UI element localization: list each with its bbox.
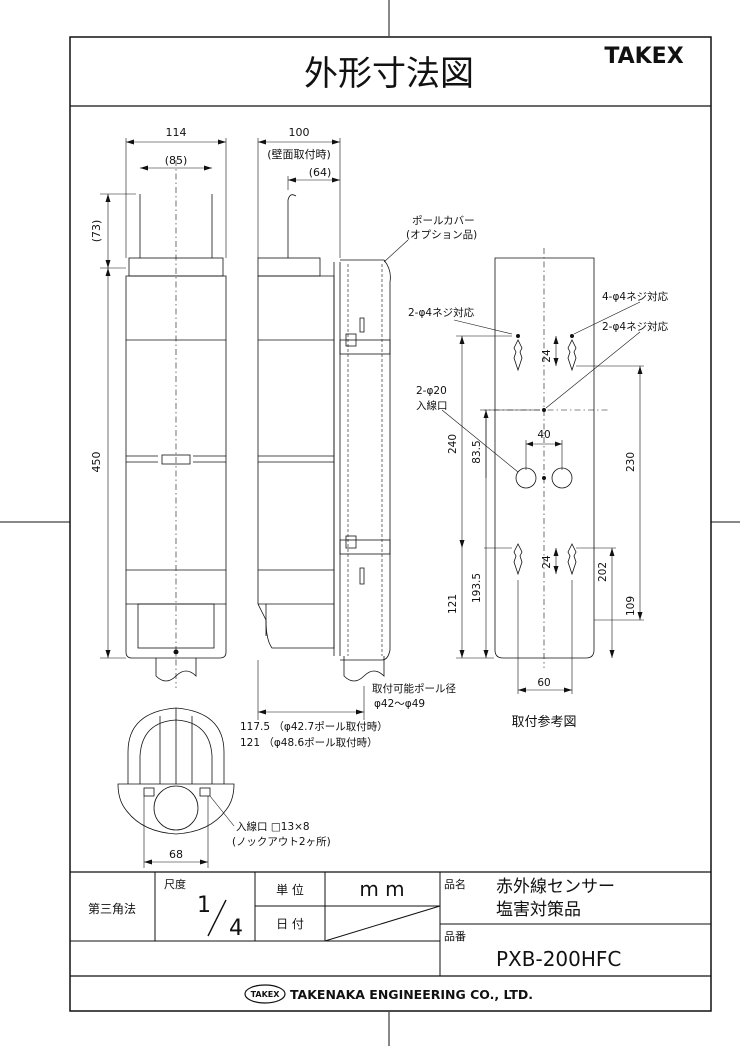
mount-label-hole: 2-φ20 (416, 385, 447, 397)
side-dim-121: 121 （φ48.6ポール取付時） (240, 736, 378, 749)
knockout-label: 入線口 □13×8 (236, 820, 310, 833)
company-logo-text: TAKEX (251, 990, 281, 999)
scale-denominator: 4 (229, 916, 243, 941)
drawing-border (69, 36, 712, 1012)
bottom-view (117, 707, 235, 868)
unit-value: m m (359, 877, 404, 901)
dim-240: 240 (447, 434, 459, 454)
product-code-label: 品番 (444, 930, 466, 943)
front-top-73: (73) (90, 220, 103, 243)
product-name-line1: 赤外線センサー (496, 877, 615, 897)
dim-109: 109 (625, 596, 637, 616)
pole-diameter-range: φ42～φ49 (374, 698, 425, 710)
front-width-85: (85) (165, 154, 188, 167)
mount-ref-caption: 取付参考図 (511, 714, 576, 730)
product-name-line2: 塩害対策品 (496, 900, 581, 920)
projection-label: 第三角法 (88, 902, 136, 916)
side-view (257, 138, 409, 720)
side-dim-117-5: 117.5 （φ42.7ポール取付時） (240, 720, 388, 733)
mount-label-hole-2: 入線口 (416, 399, 448, 412)
mount-label-screw-top: 2-φ4ネジ対応 (408, 306, 475, 319)
side-hook-64: (64) (309, 166, 332, 179)
dim-83-5: 83.5 (471, 440, 483, 463)
product-code: PXB-200HFC (496, 947, 621, 971)
front-height-450: 450 (90, 452, 103, 473)
pole-diameter-label: 取付可能ポール径 (372, 682, 456, 695)
bottom-width-68: 68 (169, 848, 183, 861)
dim-202: 202 (597, 562, 609, 582)
product-name-label: 品名 (444, 877, 466, 891)
scale-label: 尺度 (164, 877, 186, 891)
side-depth-100: 100 (289, 126, 310, 139)
front-view (100, 138, 227, 688)
dim-121: 121 (447, 594, 459, 614)
dim-40: 40 (537, 429, 550, 441)
scale-numerator: 1 (197, 893, 211, 918)
company-logo (244, 984, 286, 1004)
front-width-114: 114 (166, 126, 187, 139)
mount-label-2screw-right: 2-φ4ネジ対応 (602, 320, 669, 333)
pole-cover-note: (オプション品) (406, 229, 477, 241)
company-name: TAKENAKA ENGINEERING CO., LTD. (290, 987, 533, 1002)
dim-230: 230 (625, 452, 637, 472)
dim-193-5: 193.5 (471, 573, 483, 603)
mounting-reference-view (441, 248, 644, 694)
title-block (70, 871, 711, 977)
dim-60: 60 (537, 677, 550, 689)
pole-cover-label: ポールカバー (412, 215, 475, 227)
unit-label: 単 位 (276, 882, 304, 897)
drawing-title: 外形寸法図 (304, 54, 474, 94)
date-label: 日 付 (276, 917, 304, 931)
dim-24-bottom: 24 (541, 555, 553, 569)
side-depth-note: (壁面取付時) (267, 147, 331, 161)
dim-24-top: 24 (541, 349, 553, 363)
knockout-note: (ノックアウト2ヶ所) (232, 836, 331, 848)
brand-logo: TAKEX (604, 44, 683, 69)
mount-label-4screw: 4-φ4ネジ対応 (602, 290, 669, 303)
